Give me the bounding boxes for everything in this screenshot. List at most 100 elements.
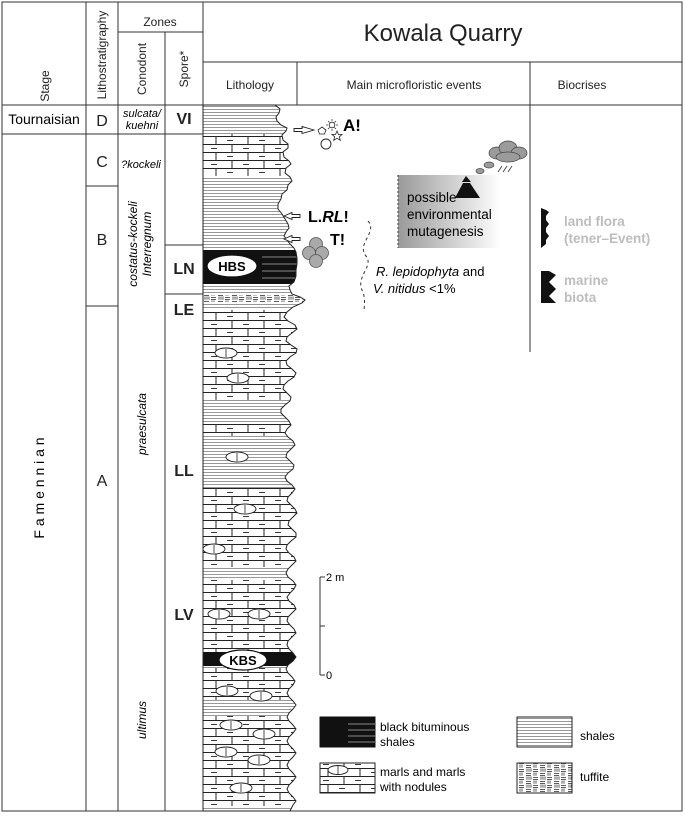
stage-header: Stage — [38, 70, 52, 102]
marl-bed — [203, 488, 305, 567]
land-flora-crisis-icon — [541, 208, 549, 248]
spore-header: Spore* — [177, 50, 191, 87]
marine-biota-line-2: biota — [564, 290, 597, 305]
nodules — [203, 347, 276, 794]
marl-bed — [203, 134, 305, 176]
lithostratigraphy-header: Lithostratigraphy — [95, 11, 109, 100]
page-title: Kowala Quarry — [364, 20, 523, 47]
hbs-label: HBS — [218, 259, 246, 274]
header: Zones Kowala Quarry Stage Lithostratigra… — [38, 11, 606, 102]
kbs-label-oval — [218, 649, 268, 671]
hbs-label-oval — [206, 254, 258, 278]
dashed-range-curve — [360, 220, 371, 313]
litho-unit-d: D — [96, 113, 108, 130]
biocrises-header: Biocrises — [558, 78, 607, 92]
spiny-spore-spines — [326, 119, 338, 131]
tuffite-bed — [203, 295, 305, 302]
conodont-interregnum-2: Interregnum — [140, 212, 154, 277]
spine — [327, 120, 330, 123]
scale-bottom-label: 0 — [326, 670, 332, 682]
legend-marls-2: with nodules — [379, 780, 447, 794]
legend: black bituminous shales marls and marls … — [319, 716, 615, 794]
spore-zone-vi: VI — [176, 111, 191, 128]
scale-top-label: 2 m — [326, 572, 344, 584]
lithology-header: Lithology — [226, 78, 274, 92]
pentagon-spore-icon — [317, 126, 327, 135]
mutagenesis-box — [398, 175, 501, 248]
spore-zone-ln: LN — [173, 261, 194, 278]
spore-zone-le: LE — [174, 302, 195, 319]
legend-swatch-tuffite — [516, 762, 573, 794]
event-a-label: A! — [343, 116, 361, 135]
legend-swatch-lamination — [348, 723, 375, 743]
stage-tournaisian: Tournaisian — [8, 111, 80, 127]
rain-icon — [497, 165, 513, 173]
cloud-puff — [495, 151, 521, 163]
legend-swatch-marls — [319, 762, 376, 794]
mutagenesis-line-3: mutagenesis — [407, 224, 484, 239]
conodont-interregnum-1: costatus-kockeli — [126, 201, 140, 287]
litho-unit-c: C — [96, 154, 108, 171]
legend-black-shales-1: black bituminous — [380, 720, 469, 734]
small-cloud — [483, 161, 495, 169]
small-cloud — [475, 168, 485, 174]
litho-unit-a: A — [97, 473, 108, 490]
arrow-icon — [293, 125, 316, 135]
rain-line — [497, 165, 503, 173]
spore-zone-boundaries — [165, 133, 203, 295]
lithology-column: HBS KBS — [202, 104, 306, 812]
legend-tuffite: tuffite — [580, 770, 609, 784]
spiny-spore-icon — [328, 121, 336, 129]
legend-black-shales-2: shales — [380, 735, 415, 749]
tetrad-cell — [309, 254, 323, 268]
mutagenesis-line-2: environmental — [407, 207, 492, 222]
scale-bar — [319, 576, 325, 676]
microfloristic-events: A! L.RL! T! R. lepidophyta and V. nitidu… — [282, 116, 528, 313]
conodont-kockeli: ?kockeli — [121, 159, 161, 171]
arrow-icon — [282, 211, 301, 221]
legend-swatch-shales — [516, 716, 573, 748]
spore-zone-ll: LL — [174, 463, 194, 480]
hbs-lamination — [262, 256, 305, 279]
rarity-line-2: V. nitidus <1% — [373, 281, 456, 296]
rain-line — [507, 165, 513, 173]
tetrad-spore-icon — [302, 237, 329, 268]
ash-cloud-icon — [475, 140, 528, 174]
conodont-sulcata-2: kuehni — [126, 120, 159, 132]
rarity-line-1: R. lepidophyta and — [376, 264, 484, 279]
volcano-eruption-icon — [462, 176, 471, 182]
zones-header: Zones — [143, 15, 176, 29]
conodont-header: Conodont — [135, 42, 149, 95]
round-spore-icon — [320, 138, 332, 150]
column-outline — [202, 104, 306, 812]
spore-zone-lv: LV — [174, 607, 194, 624]
zone-labels: Tournaisian F a m e n n i a n D C B A su… — [8, 108, 194, 739]
conodont-sulcata-1: sulcata/ — [123, 108, 162, 120]
shale-background — [203, 105, 305, 811]
kbs-label: KBS — [229, 653, 257, 668]
lithology-fill — [203, 105, 305, 811]
event-l-label: L.RL! — [308, 209, 349, 226]
land-flora-line-2: (tener–Event) — [564, 231, 650, 246]
rain-line — [502, 165, 508, 173]
spine — [327, 127, 330, 130]
legend-shales: shales — [580, 729, 615, 743]
biocrises: land flora (tener–Event) marine biota — [541, 208, 650, 305]
litho-unit-b: B — [97, 232, 108, 249]
legend-swatch-black-shales — [319, 716, 376, 748]
marl-bed — [203, 424, 305, 436]
spine — [334, 120, 337, 123]
marine-biota-crisis-icon — [541, 271, 556, 303]
volcano-icon — [455, 183, 480, 198]
arrow-icon — [282, 234, 301, 244]
mutagenesis-line-1: possible — [407, 190, 457, 205]
stage-famennian: F a m e n n i a n — [31, 437, 47, 538]
conodont-praesulcata: praesulcata — [135, 393, 149, 456]
star-spore-icon — [330, 129, 344, 142]
land-flora-line-1: land flora — [564, 214, 625, 229]
marine-biota-line-1: marine — [564, 273, 609, 288]
